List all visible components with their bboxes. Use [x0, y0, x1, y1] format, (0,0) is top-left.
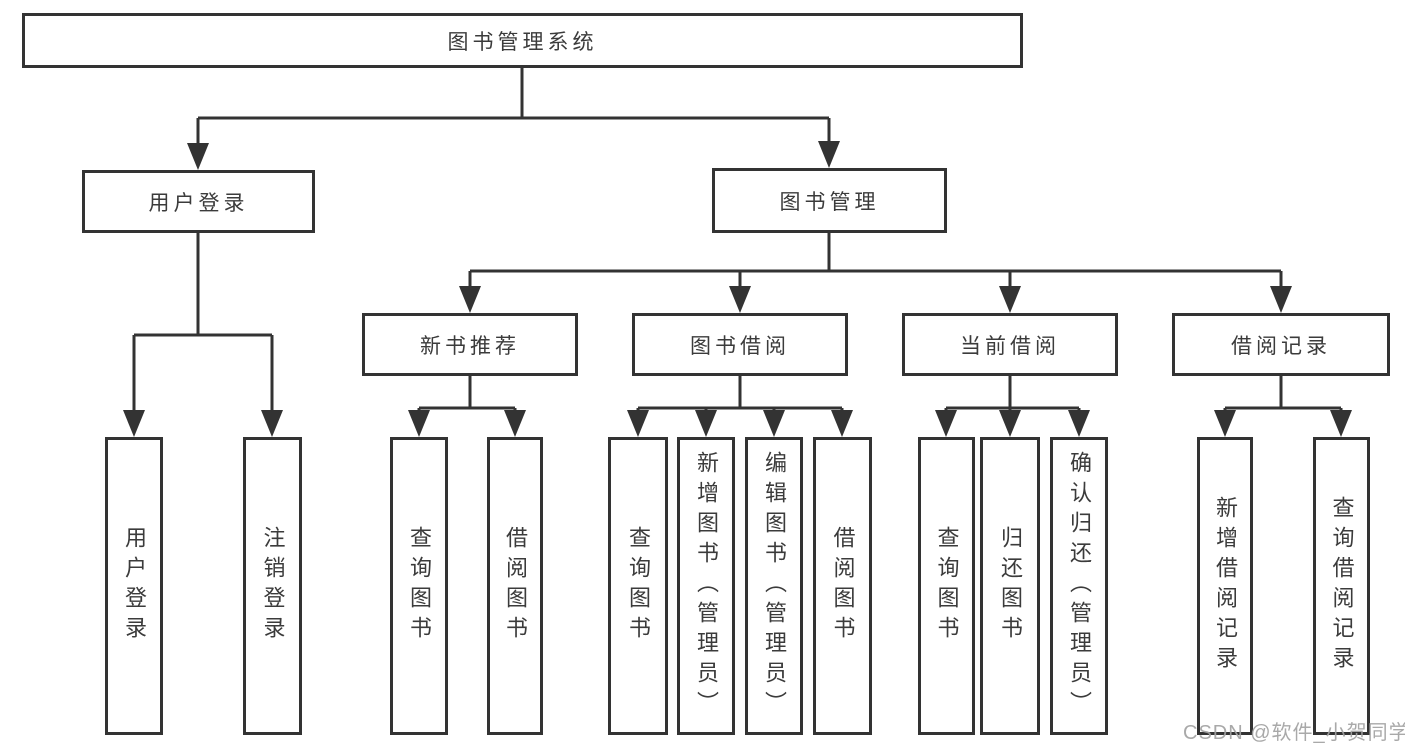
leaf-query-books-borrowing: 查询图书 — [608, 437, 668, 735]
node-book-management: 图书管理 — [712, 168, 947, 233]
arrow-down-icon — [627, 410, 649, 437]
leaf-query-books-recommend: 查询图书 — [390, 437, 448, 735]
node-borrowing-records: 借阅记录 — [1172, 313, 1390, 376]
arrow-down-icon — [818, 141, 840, 168]
tree-edges — [132, 68, 1343, 412]
node-new-book-recommend: 新书推荐 — [362, 313, 578, 376]
leaf-logout: 注销登录 — [243, 437, 302, 735]
arrow-down-icon — [408, 410, 430, 437]
arrow-down-icon — [1270, 286, 1292, 313]
leaf-query-books-current: 查询图书 — [918, 437, 975, 735]
arrow-down-icon — [123, 410, 145, 437]
arrow-down-icon — [1214, 410, 1236, 437]
arrow-down-icon — [831, 410, 853, 437]
leaf-add-borrow-record: 新增借阅记录 — [1197, 437, 1253, 735]
leaf-return-books: 归还图书 — [980, 437, 1040, 735]
arrow-down-icon — [1068, 410, 1090, 437]
leaf-borrow-books-recommend: 借阅图书 — [487, 437, 543, 735]
arrow-down-icon — [459, 286, 481, 313]
leaf-add-books-admin: 新增图书（管理员） — [677, 437, 735, 735]
watermark: CSDN @软件_小贺同学 — [1183, 722, 1405, 744]
leaf-confirm-return-admin: 确认归还（管理员） — [1050, 437, 1108, 735]
leaf-query-borrow-record: 查询借阅记录 — [1313, 437, 1370, 735]
arrow-down-icon — [729, 286, 751, 313]
arrow-down-icon — [763, 410, 785, 437]
arrow-down-icon — [999, 286, 1021, 313]
node-user-login: 用户登录 — [82, 170, 315, 233]
node-current-borrowing: 当前借阅 — [902, 313, 1118, 376]
arrow-down-icon — [999, 410, 1021, 437]
leaf-edit-books-admin: 编辑图书（管理员） — [745, 437, 803, 735]
node-library-management-system: 图书管理系统 — [22, 13, 1023, 68]
arrow-down-icons — [123, 141, 1352, 437]
arrow-down-icon — [187, 143, 209, 170]
arrow-down-icon — [695, 410, 717, 437]
arrow-down-icon — [504, 410, 526, 437]
arrow-down-icon — [261, 410, 283, 437]
arrow-down-icon — [1330, 410, 1352, 437]
node-book-borrowing: 图书借阅 — [632, 313, 848, 376]
arrow-down-icon — [935, 410, 957, 437]
leaf-user-login: 用户登录 — [105, 437, 163, 735]
leaf-borrow-books-borrowing: 借阅图书 — [813, 437, 872, 735]
